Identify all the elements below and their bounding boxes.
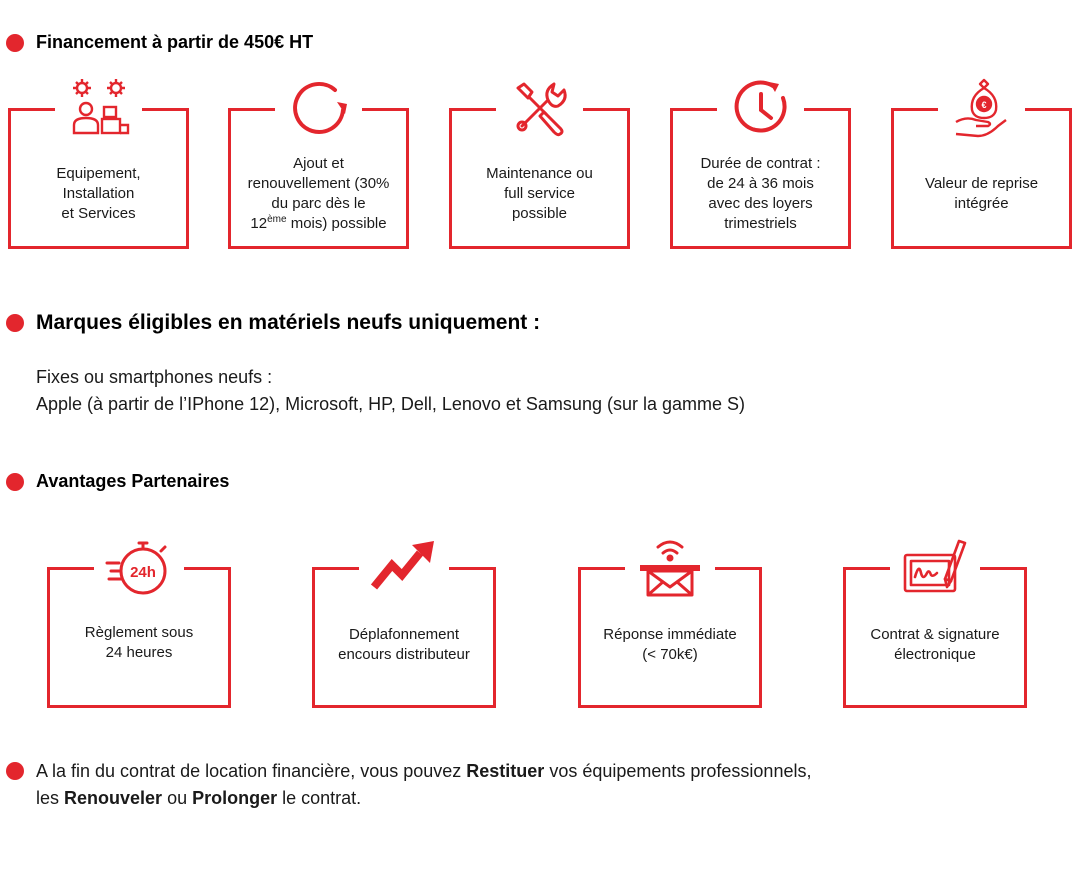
card-text: Contrat & signature électronique — [870, 626, 1000, 663]
card-equipement: Equipement, Installation et Services — [8, 79, 189, 249]
card-duree: Durée de contrat : de 24 à 36 mois avec … — [670, 80, 851, 249]
bullet-dot — [6, 762, 24, 780]
card-reponse: Réponse immédiate (< 70k€) — [578, 540, 762, 708]
card-renouvellement: Ajout et renouvellement (30% du parc dès… — [228, 82, 409, 249]
gears-person-icon — [72, 79, 129, 135]
card-text: Règlement sous 24 heures — [84, 624, 194, 661]
e-signature-icon — [903, 539, 967, 593]
bullet-dot — [6, 473, 24, 491]
section-title-financement: Financement à partir de 450€ HT — [36, 32, 314, 52]
footer-line-2: les Renouveler ou Prolonger le contrat. — [36, 788, 362, 808]
stopwatch-badge: 24h — [130, 564, 156, 581]
card-reprise: € Valeur de reprise intégrée — [891, 78, 1072, 249]
bullet-dot — [6, 314, 24, 332]
marques-line-1: Fixes ou smartphones neufs : — [36, 367, 273, 387]
card-maintenance: Maintenance ou full service possible — [449, 82, 630, 249]
card-text: Valeur de reprise intégrée — [924, 175, 1039, 212]
bullet-dot — [6, 34, 24, 52]
card-text: Ajout et renouvellement (30% du parc dès… — [247, 155, 390, 232]
clock-icon — [734, 80, 787, 133]
trend-up-arrow-icon — [370, 541, 434, 590]
card-deplafonnement: Déplafonnement encours distributeur — [312, 541, 496, 708]
svg-text:€: € — [981, 100, 986, 110]
wireless-envelope-icon — [640, 540, 700, 597]
hand-money-bag-icon: € — [954, 78, 1007, 138]
card-text: Déplafonnement encours distributeur — [338, 626, 470, 663]
section-title-avantages: Avantages Partenaires — [36, 471, 230, 491]
wrench-screwdriver-icon — [516, 82, 567, 137]
footer-line-1: A la fin du contrat de location financiè… — [36, 761, 812, 781]
refresh-cycle-icon — [292, 82, 347, 134]
card-text: Equipement, Installation et Services — [56, 165, 141, 222]
card-reglement: 24h Règlement sous 24 heures — [47, 541, 231, 708]
card-text: Durée de contrat : de 24 à 36 mois avec … — [700, 155, 821, 232]
marques-line-2: Apple (à partir de l’IPhone 12), Microso… — [36, 394, 745, 414]
stopwatch-24h-icon: 24h — [105, 541, 167, 595]
section-title-marques: Marques éligibles en matériels neufs uni… — [36, 311, 541, 334]
card-text: Maintenance ou full service possible — [486, 165, 593, 222]
card-text: Réponse immédiate (< 70k€) — [603, 626, 737, 663]
card-signature: Contrat & signature électronique — [843, 539, 1027, 708]
